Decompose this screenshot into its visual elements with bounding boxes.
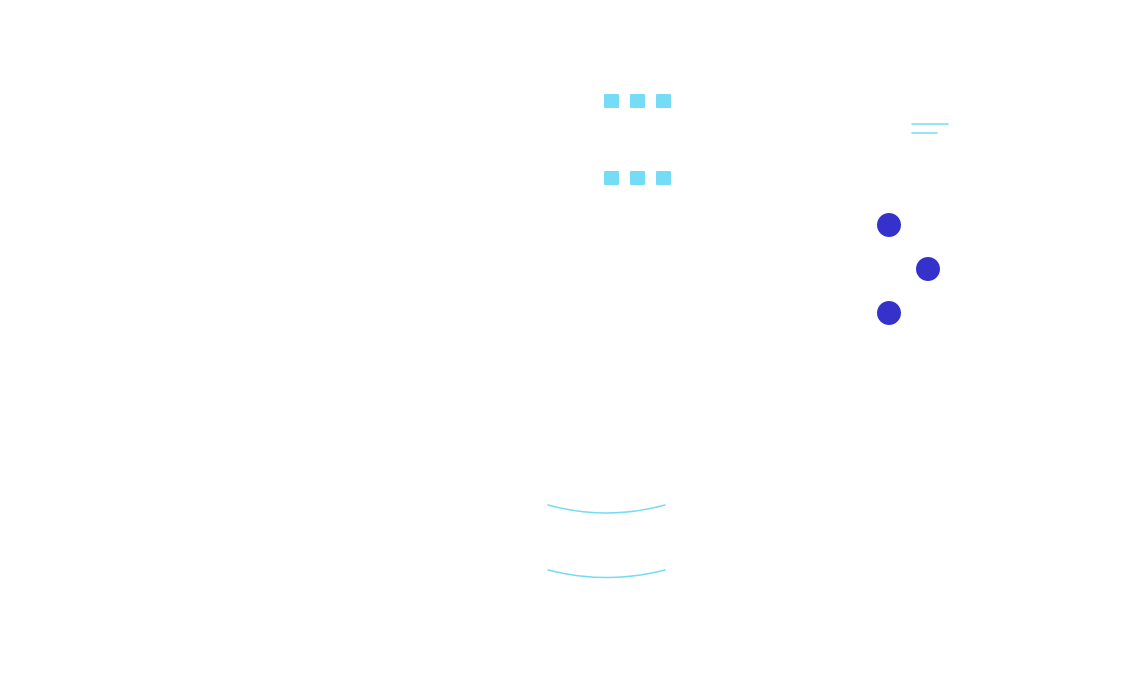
- square-dot-icon: [630, 171, 645, 185]
- square-dot-icon: [604, 171, 619, 185]
- circle-dot-icon: [916, 257, 940, 281]
- arc-curve-icon: [547, 569, 666, 579]
- menu-lines-icon: [911, 123, 949, 134]
- arc-group: [547, 504, 666, 579]
- square-dot-icon: [630, 94, 645, 108]
- square-dot-icon: [656, 171, 671, 185]
- circle-dot-icon: [877, 213, 901, 237]
- decorative-square-row-top: [604, 94, 671, 108]
- arc-curve-icon: [547, 504, 666, 514]
- circle-dot-icon: [877, 301, 901, 325]
- square-dot-icon: [656, 94, 671, 108]
- circle-group: [877, 213, 940, 325]
- square-dot-icon: [604, 94, 619, 108]
- decorative-square-row-bottom: [604, 171, 671, 185]
